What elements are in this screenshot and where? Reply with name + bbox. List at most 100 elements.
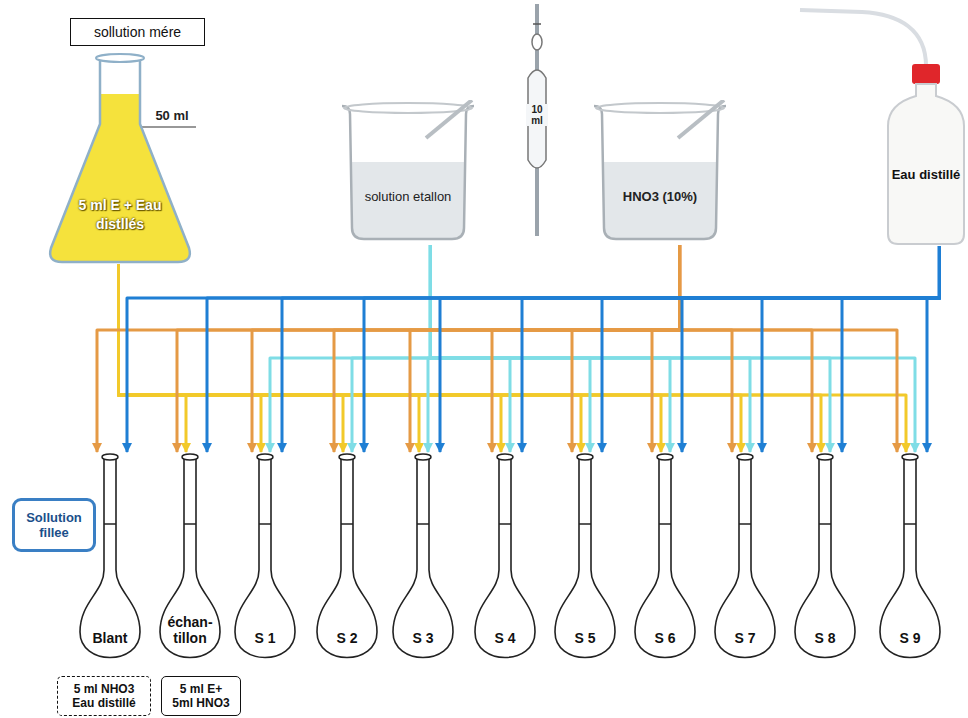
flow-arrow (119, 264, 262, 452)
flow-arrow (522, 246, 939, 452)
bottle-body (888, 84, 964, 244)
box-node: sollution mére (70, 18, 205, 46)
flow-arrow (207, 246, 939, 452)
flow-arrow (270, 245, 430, 452)
vflask-node: S 3 (390, 452, 456, 672)
flask-outline (635, 458, 695, 658)
stirring-rod (678, 100, 724, 138)
graduation-mark (659, 523, 671, 525)
erlen-node: 5 ml E + Eau distllés (45, 52, 195, 264)
vflask-node: S 5 (552, 452, 618, 672)
flow-arrow (252, 245, 680, 452)
vflask-node: S 9 (877, 452, 943, 672)
node-label: S 8 (814, 630, 835, 646)
flow-arrow (842, 246, 939, 452)
erlenmeyer-flask (45, 52, 195, 264)
flask-outline (160, 458, 220, 658)
flask-lip (737, 454, 753, 460)
flask-outline (555, 458, 615, 658)
graduation-mark (819, 523, 831, 525)
round-node: Sollution fillee (12, 498, 96, 552)
stirring-rod (426, 100, 472, 138)
node-label: 5 ml NHO3 Eau distillé (64, 682, 144, 711)
vflask-node: Blant (77, 452, 143, 672)
node-label: S 7 (734, 630, 755, 646)
flow-arrow (927, 246, 939, 452)
flask-lip (257, 454, 273, 460)
beaker-outline (342, 106, 474, 239)
flask-lip (497, 454, 513, 460)
flask-outline (715, 458, 775, 658)
flask-lip (657, 454, 673, 460)
node-label: Eau distillé (892, 167, 961, 182)
flow-arrow (492, 245, 680, 452)
flow-arrow (127, 246, 939, 452)
node-label: S 2 (336, 630, 357, 646)
graduation-mark (499, 523, 511, 525)
graduation-mark (341, 523, 353, 525)
flow-arrow (680, 245, 812, 452)
flask-outline (795, 458, 855, 658)
flask-lip (817, 454, 833, 460)
node-label: S 1 (254, 630, 275, 646)
graduation-mark (184, 523, 196, 525)
node-label: S 4 (494, 630, 515, 646)
graduation-mark (904, 523, 916, 525)
beaker-node: solution etallon (338, 100, 478, 245)
beaker-liquid (351, 162, 465, 239)
flow-arrow (430, 245, 510, 452)
bottle-tube (800, 10, 926, 66)
flask-lip (182, 454, 198, 460)
flask-lip (96, 54, 144, 62)
node-label: Sollution fillee (21, 510, 87, 540)
flow-arrow (680, 245, 897, 452)
vflask-node: S 4 (472, 452, 538, 672)
node-label: Blant (93, 630, 128, 646)
flask-outline (393, 458, 453, 658)
flask-lip (339, 454, 355, 460)
flow-arrow (430, 245, 750, 452)
node-label: solution etallon (365, 189, 452, 204)
flask-outline (317, 458, 377, 658)
flask-outline (880, 458, 940, 658)
node-label: 5 ml E + Eau distllés (72, 196, 168, 234)
node-label: S 3 (412, 630, 433, 646)
node-label: sollution mére (94, 24, 181, 40)
flow-arrow (682, 246, 939, 452)
beaker-outline (594, 106, 726, 239)
pipette-volume-label: 10 ml (526, 104, 548, 126)
flask-lip (102, 454, 118, 460)
solid-node: 5 ml E+ 5ml HNO3 (161, 676, 241, 716)
vflask-node: S 6 (632, 452, 698, 672)
pipette-bulb (532, 34, 542, 50)
beaker-rim (596, 103, 724, 113)
beaker (338, 100, 478, 245)
vflask-node: S 2 (314, 452, 380, 672)
flow-arrow (97, 245, 680, 452)
node-label: 5 ml E+ 5ml HNO3 (168, 682, 234, 711)
flask-outline (80, 458, 140, 658)
vflask-node: S 7 (712, 452, 778, 672)
flask-outline (50, 58, 190, 262)
beaker-node: HNO3 (10%) (590, 100, 730, 245)
flow-arrow (602, 246, 939, 452)
flask-lip (902, 454, 918, 460)
flow-arrow (572, 245, 680, 452)
bottle-node: Eau distillé (884, 82, 968, 246)
flow-arrow (430, 245, 590, 452)
flask-outline (235, 458, 295, 658)
graduation-mark (417, 523, 429, 525)
node-label: HNO3 (10%) (623, 189, 697, 204)
dash-node: 5 ml NHO3 Eau distillé (57, 676, 151, 716)
graduation-mark (104, 523, 116, 525)
beaker-rim (344, 103, 472, 113)
flow-arrow (282, 246, 939, 452)
beaker (590, 100, 730, 245)
flow-arrow (762, 246, 939, 452)
flow-arrow (430, 245, 830, 452)
node-label: S 9 (899, 630, 920, 646)
bottle-cap (912, 64, 940, 84)
node-label: S 5 (574, 630, 595, 646)
flow-arrow (440, 246, 939, 452)
